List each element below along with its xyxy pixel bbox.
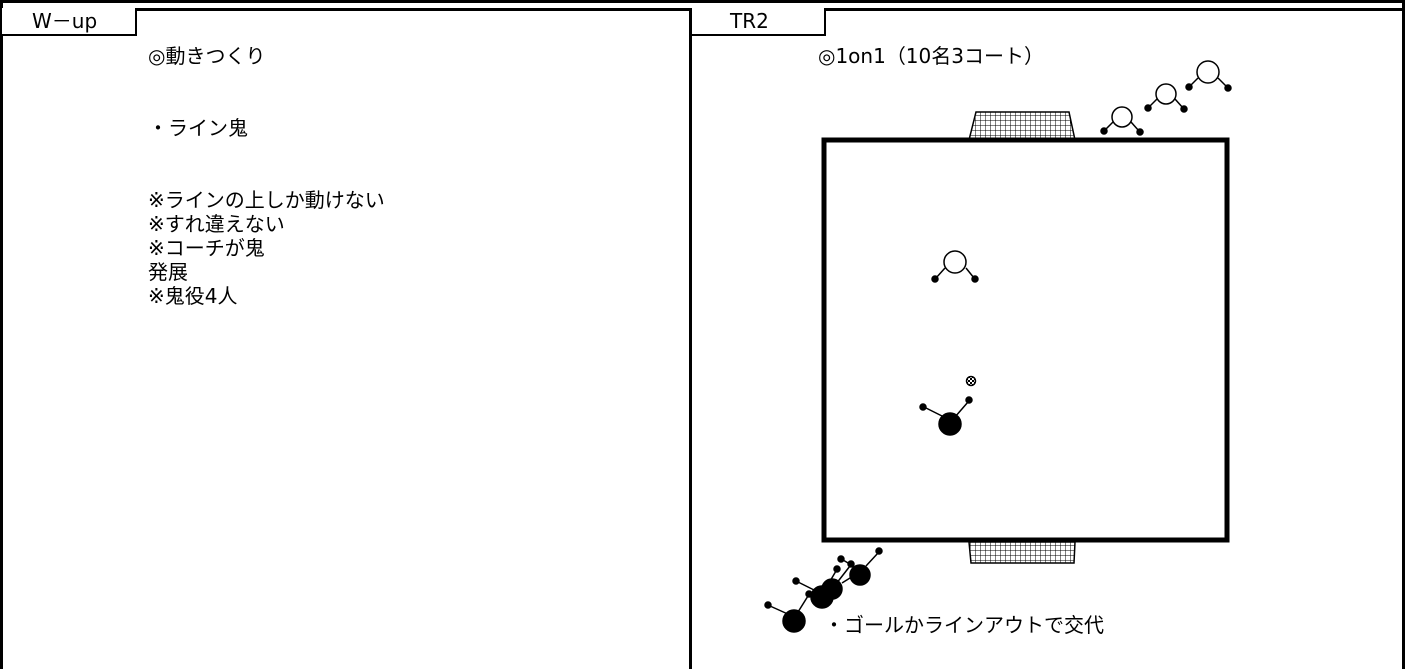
waiting-defender-icon bbox=[1100, 106, 1144, 136]
attacker-player-icon bbox=[919, 396, 973, 436]
wup-tag: W－up bbox=[0, 8, 137, 36]
tr2-title: ◎1on1（10名3コート） bbox=[818, 44, 1044, 68]
waiting-defender-icon bbox=[1144, 83, 1188, 113]
waiting-attacker-icon bbox=[837, 547, 883, 586]
wup-note-4: ※鬼役4人 bbox=[148, 284, 238, 308]
pitch-boundary bbox=[821, 137, 1230, 543]
tr2-rotation-note: ・ゴールかラインアウトで交代 bbox=[824, 613, 1104, 637]
top-goal-icon bbox=[968, 111, 1076, 141]
wup-drill-name: ・ライン鬼 bbox=[148, 116, 248, 140]
ball-icon bbox=[965, 375, 977, 387]
waiting-attackers-group bbox=[764, 547, 883, 633]
defender-player-icon bbox=[931, 250, 979, 283]
tr2-tag: TR2 bbox=[690, 8, 826, 36]
wup-development-label: 発展 bbox=[148, 260, 188, 284]
wup-note-2: ※すれ違えない bbox=[148, 212, 285, 236]
waiting-defenders-group bbox=[1100, 60, 1232, 136]
waiting-defender-icon bbox=[1185, 60, 1232, 92]
bottom-goal-icon bbox=[968, 541, 1076, 564]
waiting-attacker-icon bbox=[764, 590, 813, 633]
wup-title: ◎動きつくり bbox=[148, 44, 266, 68]
wup-note-1: ※ラインの上しか動けない bbox=[148, 188, 385, 212]
wup-note-3: ※コーチが鬼 bbox=[148, 236, 265, 260]
panel-divider bbox=[689, 8, 692, 669]
